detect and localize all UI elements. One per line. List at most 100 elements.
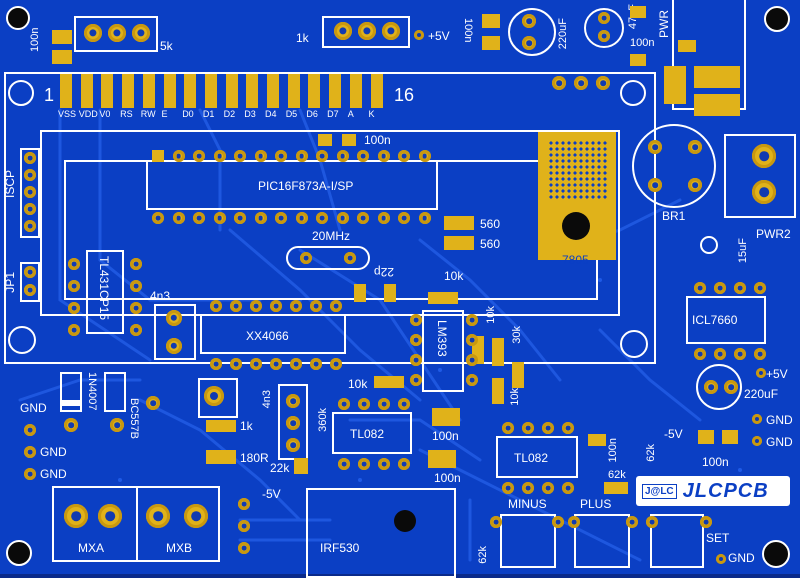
- mcu-pic-pad-bottom: [398, 212, 410, 224]
- button-plus-pad-1: [568, 516, 580, 528]
- ic-lm393-pad: [410, 334, 422, 346]
- pwr2-pad-2: [752, 180, 776, 204]
- ic-lm393-outline: [422, 310, 464, 392]
- icsp-pad: [24, 203, 36, 215]
- res-10k-c-label: 10k: [509, 388, 521, 406]
- mounting-hole-br: [762, 540, 790, 568]
- ic-tl082-b-pad-bottom: [542, 482, 554, 494]
- mcu-pic-pad-bottom: [316, 212, 328, 224]
- jp1-label: JP1: [3, 272, 17, 293]
- lcd-header-pad: [308, 74, 321, 108]
- pot-5k-outline: [74, 16, 158, 52]
- tl431-pad: [130, 258, 142, 270]
- terminal-mxa-pad-2: [98, 504, 122, 528]
- header-3pin-pad-1: [286, 394, 300, 408]
- res-1k: [206, 420, 236, 432]
- mcu-pic-pad-bottom: [418, 212, 431, 224]
- lcd-header-pad: [225, 74, 238, 108]
- minus5v-bottom-label: -5V: [262, 487, 281, 501]
- ic-tl082-b-pad-bottom: [522, 482, 534, 494]
- ic-4066-pad-top: [270, 300, 282, 312]
- transistor-bc557b-outline: [104, 372, 126, 412]
- mcu-pic-pad-top: [172, 150, 185, 162]
- ic-tl082-a-pad-bottom: [378, 458, 390, 470]
- button-set[interactable]: [650, 514, 704, 568]
- crystal-pad-1: [300, 252, 312, 264]
- cap-100n-right-top-b: [630, 54, 646, 66]
- regulator-7805-pin-2: [574, 76, 588, 90]
- ic-4066-pad-top: [330, 300, 342, 312]
- mcu-pic-pad-bottom: [193, 212, 205, 224]
- transistor-bc557b-label: BC557B: [128, 398, 140, 439]
- ic-tl082-b-label: TL082: [514, 451, 549, 465]
- diode-1n4007-band: [60, 400, 82, 406]
- lcd-pin-label: V0: [99, 109, 111, 119]
- cap-100n-c-label: 100n: [607, 438, 619, 463]
- cap-100n-top-a: [482, 14, 500, 28]
- mosfet-irf530-hole: [394, 510, 416, 532]
- ic-lm393-pad: [466, 354, 478, 366]
- pwr2-pad-1: [752, 144, 776, 168]
- cap-4n3-a-outline: [154, 304, 196, 360]
- lcd-pin-label: D2: [223, 109, 236, 119]
- lcd-header-pad: [329, 74, 342, 108]
- regulator-7805-label: 7805: [562, 253, 589, 267]
- ic-tl082-b-outline: [496, 436, 578, 478]
- lcd-header-pad: [142, 74, 155, 108]
- ic-lm393-pad: [466, 334, 478, 346]
- lcd-pin-label: RS: [120, 109, 133, 119]
- lcd-pin-first: 1: [44, 85, 55, 105]
- cap-100n-lcd-label: 100n: [364, 133, 391, 147]
- cap-100n-b: [428, 450, 456, 468]
- cap-100n-c: [588, 434, 606, 446]
- mcu-pic-pad-top: [193, 150, 205, 162]
- ic-4066-pad-top: [250, 300, 262, 312]
- ic-icl7660-pad-bottom: [734, 348, 746, 360]
- mcu-pic-pad-bottom: [357, 212, 369, 224]
- mcu-pic-pad-top: [152, 150, 164, 162]
- mcu-pic-pad-top: [275, 150, 287, 162]
- res-10k-c: [492, 378, 504, 404]
- mcu-pic-pad-top: [213, 150, 226, 162]
- button-minus-label: MINUS: [508, 497, 547, 511]
- button-minus[interactable]: [500, 514, 556, 568]
- pwr-switch-pad-2: [694, 66, 740, 88]
- lcd-header-pad: [80, 74, 93, 108]
- cap-100n-lcd-b: [342, 134, 356, 146]
- pot-5k-pad-1: [84, 24, 102, 42]
- crystal-label: 20MHz: [312, 229, 351, 243]
- ic-tl082-a-pad-bottom: [338, 458, 350, 470]
- mcu-pic-label: PIC16F873A-I/SP: [258, 179, 354, 193]
- button-set-pad-2: [700, 516, 712, 528]
- mcu-pic-pad-bottom: [377, 212, 390, 224]
- pot-5k-label: 5k: [160, 39, 173, 53]
- cap-47uf-pad-1: [598, 12, 610, 24]
- pot-1k-pad-1: [334, 22, 352, 40]
- transistor-bc557b-pad: [146, 396, 160, 410]
- pwr2-label: PWR2: [756, 227, 791, 241]
- ic-lm393-pad: [466, 314, 478, 326]
- ic-tl082-a-pad-top: [338, 398, 350, 410]
- br1-pad-3: [648, 178, 662, 192]
- ic-4066-pad-top: [210, 300, 222, 312]
- br1-label: BR1: [662, 209, 686, 223]
- res-10k-d: [374, 376, 404, 388]
- res-62k-b-label: 62k: [645, 444, 657, 462]
- pot-1k-label: 1k: [296, 31, 309, 45]
- ic-lm393-pad: [410, 354, 422, 366]
- button-plus[interactable]: [574, 514, 630, 568]
- icsp-label: ISCP: [3, 170, 17, 199]
- mcu-pic-pad-top: [357, 150, 369, 162]
- irf530-pad-1: [238, 498, 250, 510]
- ic-icl7660-pad-top: [714, 282, 726, 294]
- diode-1n4007-outline: [60, 372, 82, 412]
- lcd-header-pad: [163, 74, 176, 108]
- ic-4066-pad-top: [230, 300, 242, 312]
- res-180r: [206, 450, 236, 464]
- plus5v-top-pad: [414, 30, 424, 40]
- mounting-hole-bl: [6, 540, 32, 566]
- ic-4066-pad-top: [290, 300, 302, 312]
- ic-tl082-b-pad-top: [522, 422, 534, 434]
- ic-tl082-a-pad-top: [358, 398, 370, 410]
- icsp-pad: [24, 152, 36, 164]
